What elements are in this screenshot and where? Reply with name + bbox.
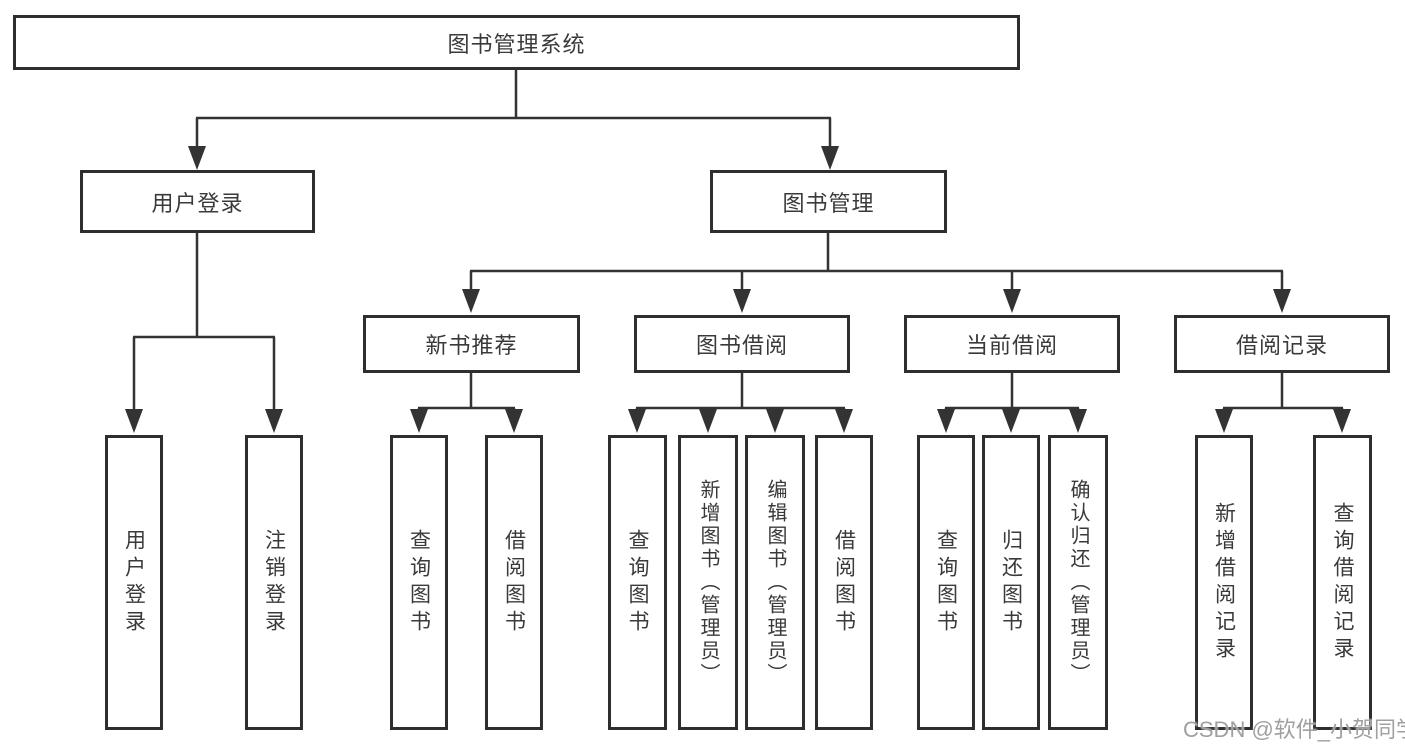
csdn-watermark: CSDN @软件_小贺同学: [1183, 717, 1405, 742]
leaf-confirm-return-admin: 确认归还（管理员）: [1048, 435, 1108, 730]
node-book-borrow: 图书借阅: [634, 315, 850, 373]
node-user-login-module: 用户登录: [80, 170, 315, 233]
node-book-management-module: 图书管理: [710, 170, 947, 233]
leaf-borrow-books: 借阅图书: [815, 435, 873, 730]
node-current-borrow: 当前借阅: [904, 315, 1120, 373]
leaf-return-books: 归还图书: [982, 435, 1040, 730]
leaf-borrow-books-recommend: 借阅图书: [485, 435, 543, 730]
leaf-query-books-recommend: 查询图书: [390, 435, 448, 730]
leaf-logout: 注销登录: [245, 435, 303, 730]
node-root-library-system: 图书管理系统: [13, 15, 1020, 70]
leaf-add-books-admin: 新增图书（管理员）: [678, 435, 738, 730]
leaf-query-books-borrow: 查询图书: [608, 435, 667, 730]
leaf-user-login: 用户登录: [105, 435, 163, 730]
arrowhead-icons: [125, 146, 1351, 433]
leaf-add-borrow-record: 新增借阅记录: [1195, 435, 1253, 730]
node-borrow-record: 借阅记录: [1174, 315, 1390, 373]
leaf-query-borrow-record: 查询借阅记录: [1313, 435, 1372, 730]
node-new-book-recommend: 新书推荐: [363, 315, 580, 373]
leaf-query-books-current: 查询图书: [917, 435, 975, 730]
leaf-edit-books-admin: 编辑图书（管理员）: [745, 435, 805, 730]
